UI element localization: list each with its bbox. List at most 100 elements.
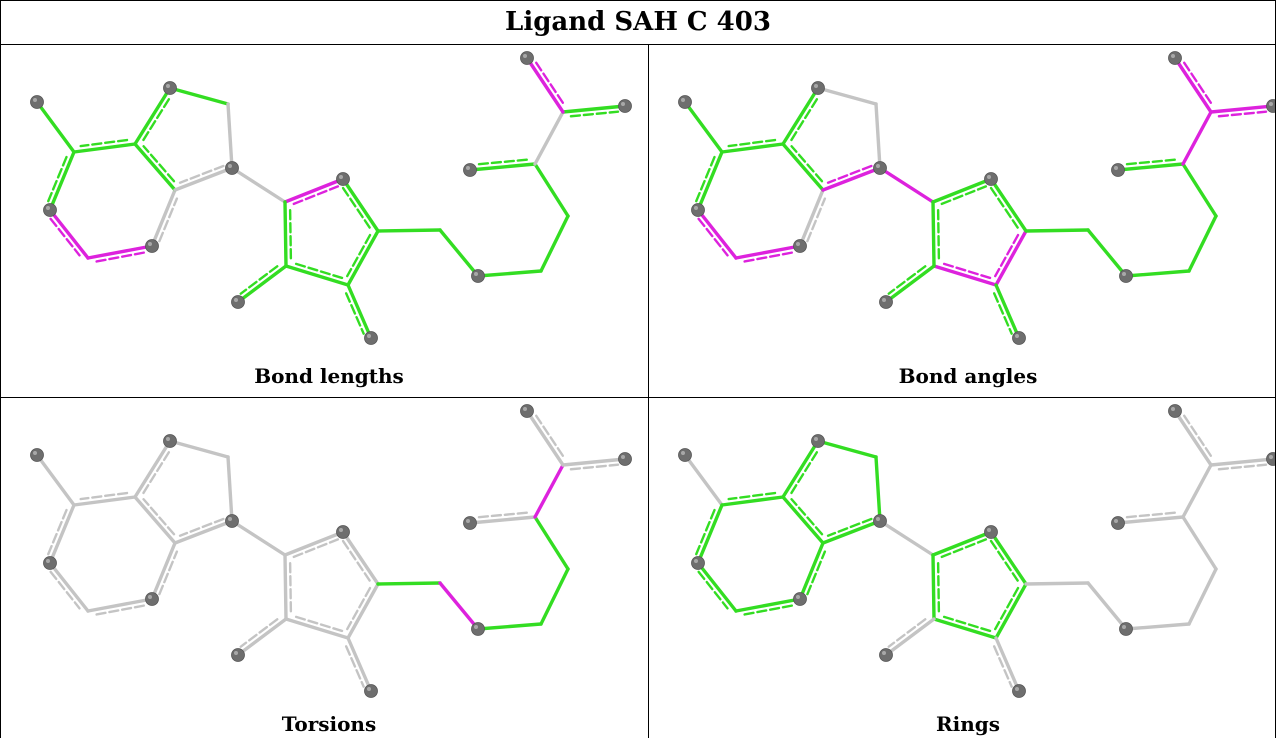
bond-torsions-a14-a17 [344, 636, 373, 693]
bond-torsions-a19-a20 [476, 622, 543, 631]
bond-bond-lengths-a12-a13 [341, 177, 380, 233]
atom-rings-a5 [793, 592, 807, 606]
bond-bond-angles-a13-a14 [994, 229, 1028, 287]
bond-bond-angles-a19-a20 [1124, 269, 1191, 278]
bond-torsions-a24-a25 [561, 457, 627, 471]
bond-torsions-a7-a8 [133, 439, 172, 499]
atom-bond-lengths-a1 [30, 95, 44, 109]
atom-bond-angles-a19 [1119, 269, 1133, 283]
bond-rings-a11-a12 [931, 530, 993, 559]
border-middle-column [648, 44, 649, 738]
bond-torsions-a21-a22 [533, 515, 570, 571]
bond-torsions-a1-a2 [35, 453, 76, 507]
atom-bond-lengths-a8 [163, 81, 177, 95]
bond-torsions-a4-a5 [86, 597, 154, 616]
atom-bond-lengths-a10 [225, 161, 239, 175]
atom-torsions-a26 [520, 404, 534, 418]
caption-bond-lengths: Bond lengths [254, 364, 404, 388]
bond-bond-angles-a8-a9 [816, 86, 878, 106]
atom-rings-a8 [811, 434, 825, 448]
bond-bond-lengths-a18-a19 [438, 228, 480, 278]
bond-torsions-a10-a11 [230, 519, 287, 557]
atom-torsions-a17 [364, 684, 378, 698]
bond-bond-lengths-a7-a2 [72, 138, 137, 154]
bond-bond-angles-a10-a11 [878, 166, 935, 204]
bond-rings-a24-a26 [1173, 409, 1213, 467]
bond-rings-a15-a11 [931, 553, 941, 621]
atom-bond-lengths-a12 [336, 172, 350, 186]
bond-rings-a22-a24 [1181, 463, 1213, 519]
border-left [0, 0, 1, 738]
atom-bond-angles-a23 [1111, 163, 1125, 177]
atom-torsions-a25 [618, 452, 632, 466]
bond-rings-a10-a11 [878, 519, 935, 557]
bond-rings-a18-a19 [1086, 581, 1128, 631]
bond-bond-lengths-a14-a17 [344, 283, 373, 340]
bond-bond-lengths-a2-a3 [47, 150, 76, 212]
bond-torsions-a22-a24 [533, 463, 565, 519]
bond-rings-a8-a9 [816, 439, 878, 459]
atom-rings-a23 [1111, 516, 1125, 530]
border-middle-row [0, 397, 1276, 398]
bond-bond-lengths-a22-a24 [533, 110, 565, 166]
bond-bond-angles-a4-a5 [734, 244, 802, 263]
bond-rings-a7-a2 [720, 491, 785, 507]
bond-torsions-a11-a12 [283, 530, 345, 559]
bond-torsions-a14-a15 [284, 615, 350, 640]
bond-rings-a4-a5 [734, 597, 802, 616]
bond-bond-angles-a12-a13 [989, 177, 1028, 233]
bond-rings-a14-a17 [992, 636, 1021, 693]
atom-rings-a3 [691, 556, 705, 570]
bond-bond-angles-a1-a2 [683, 100, 724, 154]
molecule-rings [678, 404, 1276, 698]
bond-rings-a19-a20 [1124, 622, 1191, 631]
bond-bond-lengths-a13-a18 [376, 228, 442, 233]
bond-bond-angles-a15-a16 [884, 264, 936, 304]
atom-bond-lengths-a16 [231, 295, 245, 309]
bond-bond-angles-a24-a25 [1209, 104, 1275, 118]
border-below-title [0, 44, 1276, 45]
caption-bond-angles: Bond angles [898, 364, 1038, 388]
atom-bond-angles-a5 [793, 239, 807, 253]
bond-bond-lengths-a11-a12 [283, 177, 345, 206]
bond-rings-a10-a6 [821, 517, 882, 545]
bond-bond-angles-a10-a6 [821, 164, 882, 192]
bond-rings-a9-a10 [874, 455, 882, 523]
bond-torsions-a15-a16 [236, 617, 288, 657]
bond-torsions-a13-a18 [376, 581, 442, 586]
bond-bond-lengths-a14-a15 [284, 262, 350, 287]
atom-rings-a19 [1119, 622, 1133, 636]
bond-bond-angles-a22-a23 [1116, 158, 1185, 172]
atom-torsions-a5 [145, 592, 159, 606]
bond-torsions-a18-a19 [438, 581, 480, 631]
bond-bond-angles-a5-a6 [798, 188, 827, 248]
atom-bond-angles-a10 [873, 161, 887, 175]
bond-bond-lengths-a15-a16 [236, 264, 288, 304]
bond-bond-lengths-a3-a4 [48, 208, 90, 260]
bond-bond-lengths-a13-a14 [346, 229, 380, 287]
bond-torsions-a12-a13 [341, 530, 380, 586]
bond-torsions-a10-a6 [173, 517, 234, 545]
bond-rings-a13-a18 [1024, 581, 1090, 586]
atom-bond-lengths-a5 [145, 239, 159, 253]
atom-torsions-a16 [231, 648, 245, 662]
bond-rings-a5-a6 [798, 541, 827, 601]
figure-title: Ligand SAH C 403 [505, 7, 771, 37]
bond-rings-a13-a14 [994, 582, 1028, 640]
bond-bond-lengths-a1-a2 [35, 100, 76, 154]
bond-rings-a1-a2 [683, 453, 724, 507]
atom-rings-a12 [984, 525, 998, 539]
bond-bond-angles-a14-a15 [932, 262, 998, 287]
bond-rings-a2-a3 [695, 503, 724, 565]
bond-bond-lengths-a19-a20 [476, 269, 543, 278]
atom-bond-lengths-a26 [520, 51, 534, 65]
atom-rings-a1 [678, 448, 692, 462]
bond-bond-lengths-a4-a5 [86, 244, 154, 263]
bond-bond-lengths-a6-a7 [133, 142, 177, 192]
atom-torsions-a10 [225, 514, 239, 528]
atom-bond-angles-a1 [678, 95, 692, 109]
bond-bond-angles-a11-a12 [931, 177, 993, 206]
atom-bond-lengths-a19 [471, 269, 485, 283]
bond-bond-angles-a15-a11 [931, 200, 941, 268]
